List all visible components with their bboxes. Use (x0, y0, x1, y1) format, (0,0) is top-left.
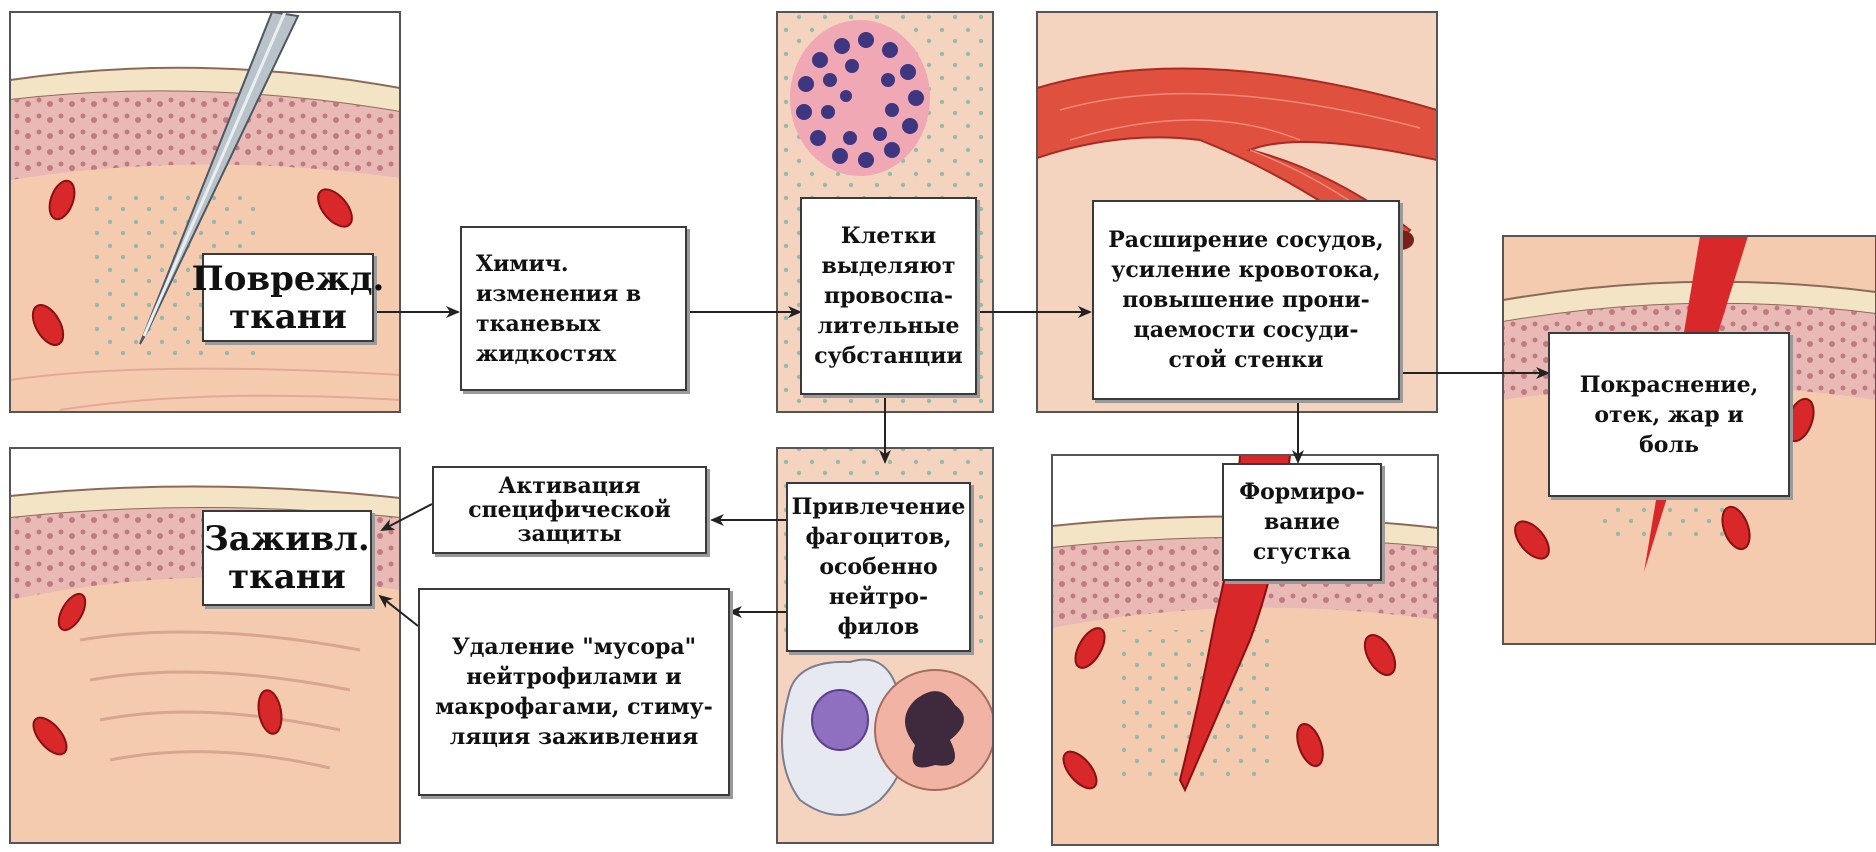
symptoms-label: Покраснение, отек, жар и боль (1580, 370, 1759, 460)
healed-label: Заживл. ткани (204, 520, 370, 596)
healed-panel (10, 448, 400, 843)
clot-box: Формиро- вание сгустка (1222, 463, 1382, 581)
chemical-changes-label: Химич. изменения в тканевых жидкостях (476, 249, 641, 369)
healed-box: Заживл. ткани (202, 510, 372, 606)
phagocytes-label: Привлечение фагоцитов, особенно нейтро- … (792, 492, 966, 642)
vasodilation-box: Расширение сосудов, усиление кровотока, … (1092, 200, 1400, 400)
injury-box: Поврежд. ткани (202, 253, 374, 342)
debris-removal-label: Удаление "мусора" нейтрофилами и макрофа… (435, 632, 713, 752)
vasodilation-label: Расширение сосудов, усиление кровотока, … (1108, 225, 1383, 375)
chemical-changes-box: Химич. изменения в тканевых жидкостях (460, 226, 687, 391)
injury-label: Поврежд. ткани (192, 260, 385, 336)
specific-defense-box: Активация специфической защиты (432, 466, 707, 554)
phagocytes-box: Привлечение фагоцитов, особенно нейтро- … (786, 482, 971, 652)
proinflammatory-box: Клетки выделяют провоспа- лительные субс… (800, 197, 977, 395)
mast-cell-icon (790, 20, 930, 176)
injury-panel (10, 12, 400, 412)
clot-label: Формиро- вание сгустка (1239, 477, 1365, 567)
symptoms-box: Покраснение, отек, жар и боль (1548, 332, 1790, 497)
proinflammatory-label: Клетки выделяют провоспа- лительные субс… (814, 221, 962, 371)
debris-removal-box: Удаление "мусора" нейтрофилами и макрофа… (418, 588, 730, 796)
specific-defense-label: Активация специфической защиты (468, 474, 671, 546)
